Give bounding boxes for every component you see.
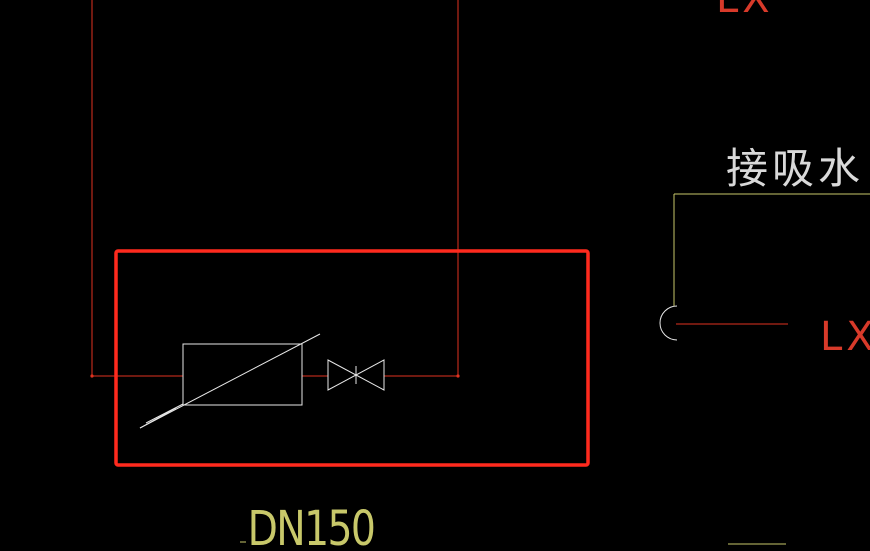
filter-strainer-icon[interactable] [139, 333, 321, 429]
highlight-box[interactable] [114, 249, 590, 467]
gate-valve-icon[interactable] [327, 359, 385, 391]
pump-connection [659, 193, 870, 341]
dn-size-label: DN150 [248, 501, 375, 547]
lx-label-right: LX [820, 314, 870, 360]
pipe-node-right [456, 374, 460, 378]
lx-label-top: LX [716, 0, 774, 22]
pump-intake-label: 接吸水 [726, 144, 864, 193]
pipe-node-left [90, 374, 94, 378]
